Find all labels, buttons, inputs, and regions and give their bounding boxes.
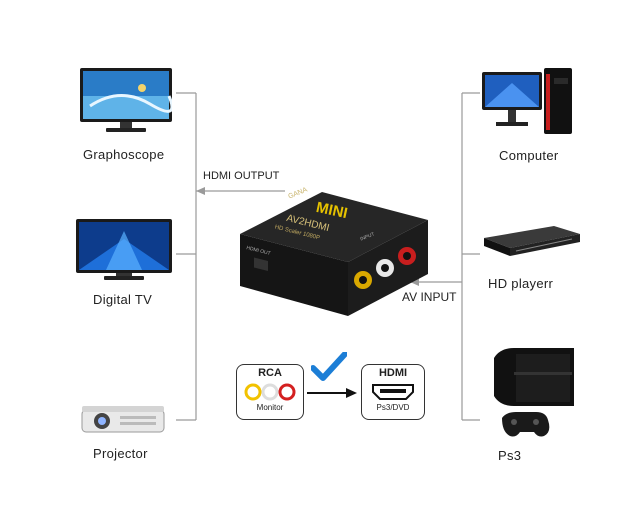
- graphoscope-device: [80, 66, 172, 136]
- rca-card: RCA Monitor: [236, 364, 304, 420]
- ps3-device: [486, 348, 582, 446]
- projector-label: Projector: [93, 446, 148, 461]
- hd-player-label: HD playerr: [488, 276, 554, 291]
- computer-label: Computer: [499, 148, 559, 163]
- hd-player-device: [480, 224, 584, 258]
- hdmi-card-title: HDMI: [378, 367, 408, 379]
- hdmi-output-label: HDMI OUTPUT: [203, 170, 280, 182]
- digital-tv-label: Digital TV: [93, 292, 153, 307]
- digital-tv-icon: [76, 219, 172, 280]
- hdmi-port-icon: [372, 384, 414, 400]
- digital-tv-device: [76, 219, 172, 281]
- graphoscope-label: Graphoscope: [83, 147, 165, 162]
- projector-icon: [81, 406, 165, 433]
- computer-device: [482, 68, 576, 138]
- rca-card-title: RCA: [258, 367, 282, 379]
- rca-card-caption: Monitor: [256, 403, 284, 412]
- av-input-label: AV INPUT: [402, 290, 457, 304]
- ps3-label: Ps3: [498, 448, 522, 463]
- game-console-icon: [494, 348, 574, 437]
- flat-tv-icon: [80, 68, 172, 132]
- hd-player-icon: [484, 226, 580, 256]
- hdmi-card: HDMI Ps3/DVD: [361, 364, 425, 420]
- rca-jacks-icon: [244, 383, 296, 401]
- desktop-computer-icon: [482, 68, 572, 134]
- projector-device: [80, 402, 166, 436]
- checkmark-icon: [311, 352, 347, 381]
- hdmi-card-caption: Ps3/DVD: [376, 403, 410, 412]
- av2hdmi-converter: GANA MINI AV2HDMI HD Scaler 1080P INPUT …: [232, 182, 432, 317]
